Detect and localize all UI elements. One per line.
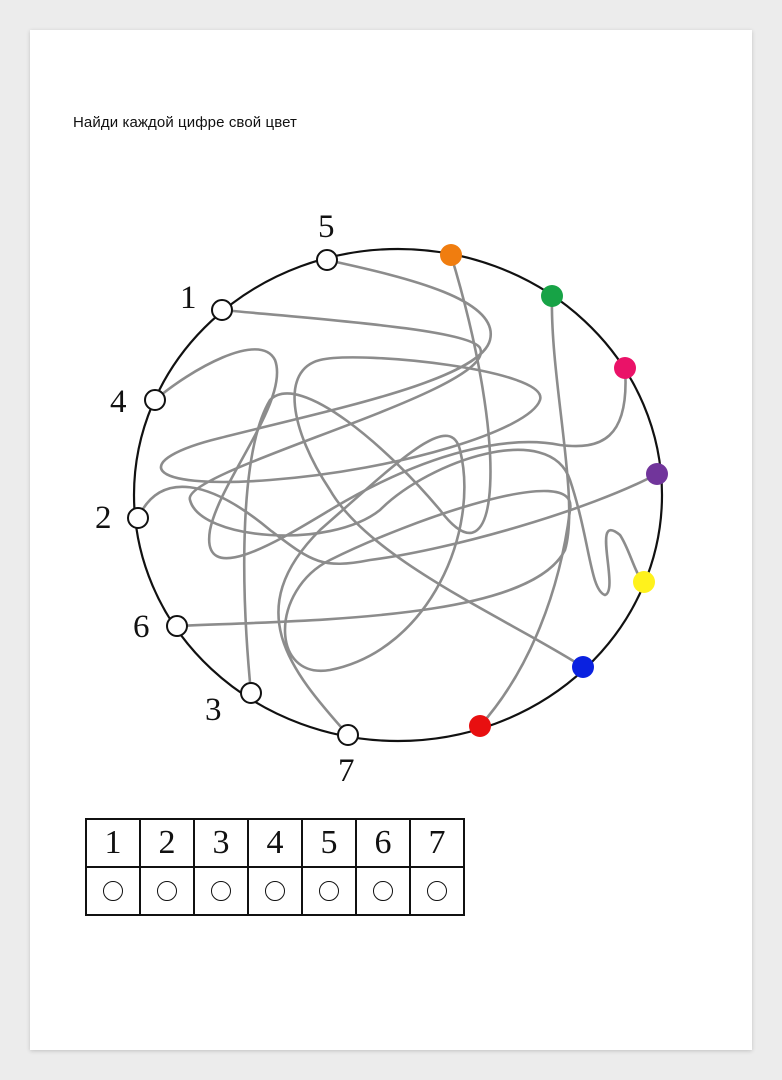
- answer-table-numbers-row: 1 2 3 4 5 6 7: [85, 818, 465, 868]
- line-3: [242, 253, 492, 695]
- numbered-points: [127, 249, 359, 746]
- answer-number-4: 4: [247, 818, 303, 868]
- answer-slot-5[interactable]: [301, 866, 357, 916]
- label-5: 5: [318, 209, 335, 245]
- point-3: [240, 682, 262, 704]
- answer-number-7: 7: [409, 818, 465, 868]
- answer-slot-1[interactable]: [85, 866, 141, 916]
- label-4: 4: [110, 384, 127, 420]
- answer-number-1: 1: [85, 818, 141, 868]
- worksheet-page: Найди каждой цифре свой цвет: [30, 30, 752, 1050]
- color-dots: [440, 244, 668, 737]
- empty-circle-icon: [103, 881, 123, 901]
- empty-circle-icon: [319, 881, 339, 901]
- dot-red: [469, 715, 491, 737]
- empty-circle-icon: [427, 881, 447, 901]
- answer-table: 1 2 3 4 5 6 7: [85, 818, 465, 916]
- answer-number-6: 6: [355, 818, 411, 868]
- point-7: [337, 724, 359, 746]
- line-5: [159, 258, 585, 669]
- empty-circle-icon: [265, 881, 285, 901]
- answer-slot-4[interactable]: [247, 866, 303, 916]
- point-1: [211, 299, 233, 321]
- label-2: 2: [95, 500, 112, 536]
- dot-orange: [440, 244, 462, 266]
- tangled-lines-puzzle: 5 1 4 2 6 3 7: [95, 209, 668, 789]
- empty-circle-icon: [157, 881, 177, 901]
- answer-number-5: 5: [301, 818, 357, 868]
- dot-yellow: [633, 571, 655, 593]
- point-2: [127, 507, 149, 529]
- answer-slot-6[interactable]: [355, 866, 411, 916]
- answer-number-2: 2: [139, 818, 195, 868]
- answer-slot-3[interactable]: [193, 866, 249, 916]
- point-6: [166, 615, 188, 637]
- point-5: [316, 249, 338, 271]
- dot-blue: [572, 656, 594, 678]
- label-6: 6: [133, 609, 150, 645]
- answer-table-color-row: [85, 866, 465, 916]
- dot-purple: [646, 463, 668, 485]
- page-title: Найди каждой цифре свой цвет: [73, 114, 298, 131]
- dot-pink: [614, 357, 636, 379]
- label-7: 7: [338, 753, 355, 789]
- line-7: [277, 434, 572, 737]
- empty-circle-icon: [211, 881, 231, 901]
- point-4: [144, 389, 166, 411]
- empty-circle-icon: [373, 881, 393, 901]
- line-1: [188, 308, 646, 597]
- tangled-lines: [136, 253, 659, 737]
- big-circle: [132, 247, 664, 743]
- answer-slot-2[interactable]: [139, 866, 195, 916]
- line-6: [175, 294, 571, 628]
- line-2: [136, 472, 659, 566]
- dot-green: [541, 285, 563, 307]
- answer-slot-7[interactable]: [409, 866, 465, 916]
- answer-number-3: 3: [193, 818, 249, 868]
- label-3: 3: [205, 692, 222, 728]
- label-1: 1: [180, 280, 197, 316]
